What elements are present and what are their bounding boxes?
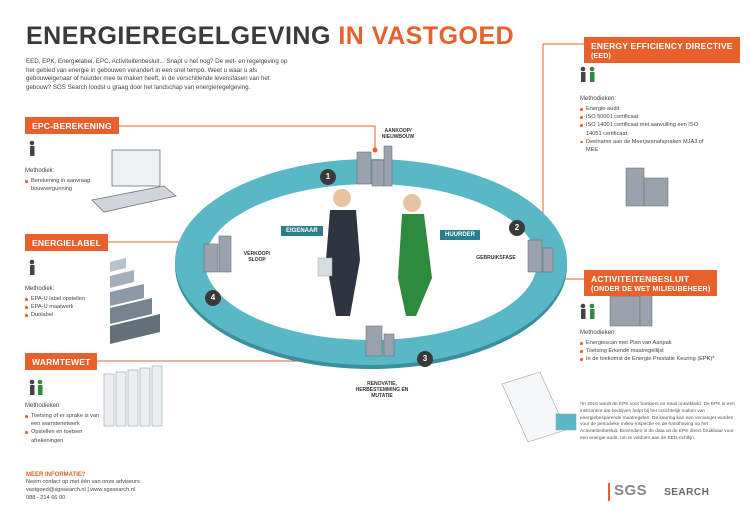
methodiek-label: Methodieken: bbox=[580, 330, 617, 336]
list-item: EPA-U label opstellen bbox=[25, 295, 105, 303]
eed-badge: ENERGY EFFICIENCY DIRECTIVE (EED) bbox=[584, 37, 740, 63]
logo-sgs: SGS bbox=[614, 482, 648, 499]
sgs-logo: SGS SEARCH bbox=[614, 482, 709, 500]
methodiek-label: Methodieken: bbox=[25, 403, 62, 409]
eigenaar-label: EIGENAAR bbox=[281, 226, 323, 236]
warmtewet-badge: WARMTEWET bbox=[25, 353, 98, 370]
contact-phone: 088 - 214 66 00 bbox=[26, 495, 66, 501]
stage-label: GEBRUIKSFASE bbox=[476, 255, 516, 261]
huurder-label: HUURDER bbox=[440, 230, 480, 240]
contact-block: MEER INFORMATIE? Neem contact op met één… bbox=[26, 472, 141, 502]
energielabel-methods: Methodiek: EPA-U label opstellen EPA-U m… bbox=[25, 286, 105, 320]
list-item: Toetsing Erkende maatregellijst bbox=[580, 347, 720, 355]
list-item: ISO 14001 certificaat met aanvulling een… bbox=[580, 121, 705, 137]
stage-label: RENOVATIE, HERBESTEMMING EN MUTATIE bbox=[355, 381, 409, 399]
list-item: ISO 50001 certificaat bbox=[580, 113, 705, 121]
activiteiten-methods: Methodieken: Energiescan met Plan van Aa… bbox=[580, 330, 720, 364]
methodiek-label: Methodieken: bbox=[580, 96, 617, 102]
stage-number: 4 bbox=[205, 290, 221, 306]
list-item: Duolabel bbox=[25, 311, 105, 319]
list-item: Toetsing of er sprake is van een warmten… bbox=[25, 412, 101, 428]
contact-links[interactable]: vastgoed@sgssearch.nl | www.sgssearch.nl bbox=[26, 487, 136, 493]
list-item: Deelname aan de Meerjarenafspraken MJA3 … bbox=[580, 138, 705, 154]
list-item: EPA-U maatwerk bbox=[25, 303, 105, 311]
contact-line: Neem contact op met één van onze adviseu… bbox=[26, 479, 142, 485]
activiteiten-badge-title: ACTIVITEITENBESLUIT bbox=[591, 274, 690, 284]
activiteiten-badge: ACTIVITEITENBESLUIT (ONDER DE WET MILIEU… bbox=[584, 270, 718, 296]
activiteiten-badge-sub: (ONDER DE WET MILIEUBEHEER) bbox=[591, 286, 711, 293]
epc-badge: EPC-BEREKENING bbox=[25, 117, 119, 134]
list-item: Energie-audit bbox=[580, 105, 705, 113]
energielabel-badge: ENERGIELABEL bbox=[25, 234, 108, 251]
stage-label: AANKOOP/ NIEUWBOUW bbox=[381, 128, 415, 140]
footnote: *In 2016 wordt de EPK voor bankiers en r… bbox=[580, 402, 735, 441]
eed-methods: Methodieken: Energie-audit ISO 50001 cer… bbox=[580, 96, 705, 154]
logo-search: SEARCH bbox=[664, 487, 710, 498]
eed-badge-sub: (EED) bbox=[591, 53, 612, 60]
methodiek-label: Methodiek: bbox=[25, 168, 55, 174]
epc-methods: Methodiek: Berekening in aanvraag bouwve… bbox=[25, 168, 109, 193]
page-title: ENERGIEREGELGEVING IN VASTGOED bbox=[26, 22, 514, 51]
warmtewet-methods: Methodieken: Toetsing of er sprake is va… bbox=[25, 403, 101, 445]
title-part2: IN VASTGOED bbox=[338, 22, 515, 50]
list-item: Berekening in aanvraag bouwvergunning bbox=[25, 177, 109, 193]
stage-label: VERKOOP/ SLOOP bbox=[243, 251, 271, 263]
list-item: Opstellen en toetsen afrekeningen bbox=[25, 428, 101, 444]
list-item: Energiescan met Plan van Aanpak bbox=[580, 339, 720, 347]
title-part1: ENERGIEREGELGEVING bbox=[26, 22, 331, 50]
eed-badge-title: ENERGY EFFICIENCY DIRECTIVE bbox=[591, 41, 733, 51]
stage-number: 3 bbox=[417, 351, 433, 367]
stage-number: 1 bbox=[320, 169, 336, 185]
stage-number: 2 bbox=[509, 220, 525, 236]
contact-title: MEER INFORMATIE? bbox=[26, 472, 86, 478]
intro-text: EED, EPK, Energielabel, EPC, Activiteite… bbox=[26, 58, 288, 91]
methodiek-label: Methodiek: bbox=[25, 286, 55, 292]
list-item: In de toekomst de Energie Prestatie Keur… bbox=[580, 355, 720, 363]
